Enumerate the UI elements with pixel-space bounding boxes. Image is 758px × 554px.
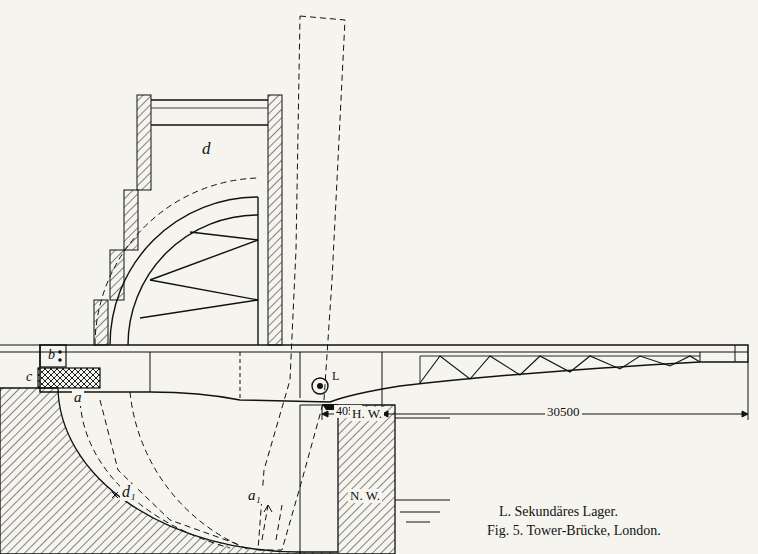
swing-paths: [80, 392, 282, 550]
pivot: [312, 378, 328, 394]
water-level-lines: [395, 418, 450, 522]
dimension: 30500: [545, 405, 582, 419]
part-letter: d: [200, 140, 213, 158]
part-letter: c: [24, 370, 34, 385]
raised-leaf: [258, 16, 345, 550]
part-letter: b: [46, 348, 57, 363]
dimension-lines: [322, 352, 748, 420]
quadrant-frame: [95, 178, 258, 345]
counterweight-block: [38, 368, 100, 388]
tower: [94, 95, 282, 345]
water-level: H. W.: [350, 407, 384, 421]
roadway: [0, 345, 40, 352]
part-letter: a₁: [246, 488, 263, 504]
truss: [420, 356, 700, 383]
part-letter: d₁: [120, 484, 138, 501]
bascule-leaf: [40, 345, 748, 402]
water-level: N. W.: [348, 489, 382, 503]
tail-block: [40, 345, 66, 367]
part-letter: a: [72, 390, 84, 406]
bearing-letter: L: [330, 370, 341, 383]
note: L. Sekundäres Lager.: [497, 505, 620, 520]
figure-caption: Fig. 5. Tower-Brücke, London.: [485, 524, 663, 539]
pier-masonry: [0, 388, 300, 554]
pier-face: [300, 405, 395, 554]
